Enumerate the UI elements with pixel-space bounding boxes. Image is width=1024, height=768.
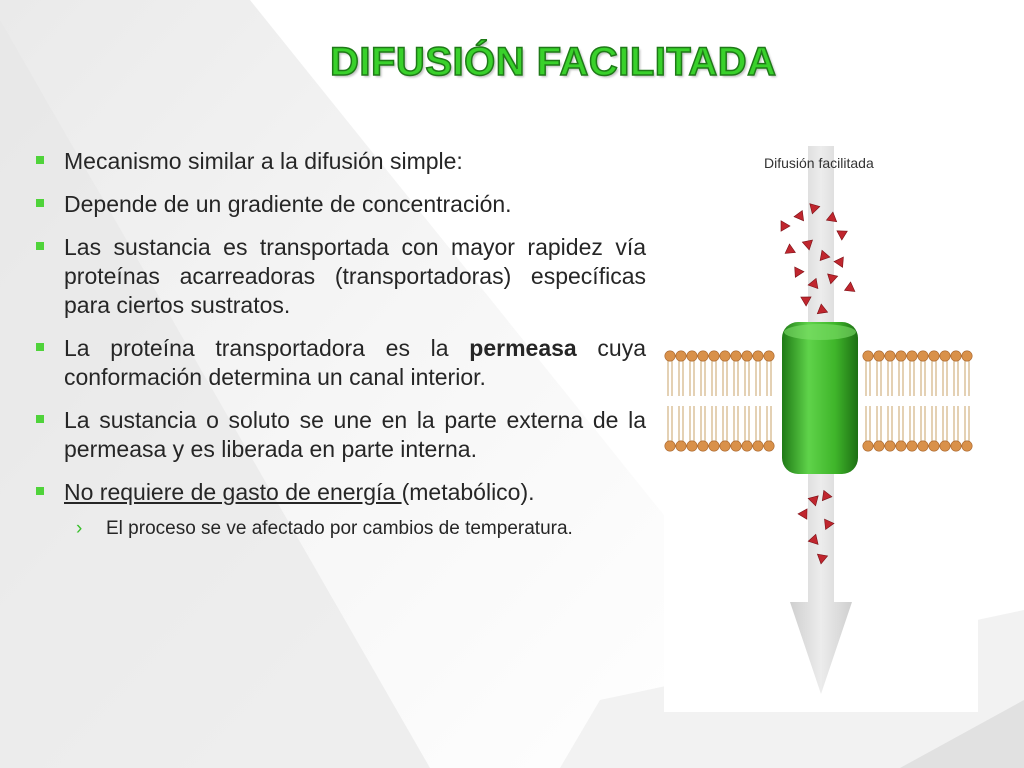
solute-molecule-icon [780,203,856,565]
square-bullet-icon [36,242,44,250]
bullet-item: Mecanismo similar a la difusión simple: [34,147,646,176]
sub-bullet-item: › El proceso se ve afectado por cambios … [34,517,646,541]
bullet-underlined-text: No requiere de gasto de energía [64,479,402,505]
bullet-text-after: cuya conformación determina un canal int… [64,335,646,390]
bullet-item: La proteína transportadora es la permeas… [34,334,646,392]
facilitated-diffusion-figure: Difusión facilitada [664,146,978,712]
bullet-item: No requiere de gasto de energía (metaból… [34,478,646,507]
bullet-list: Mecanismo similar a la difusión simple: … [34,147,646,541]
membrane-icon [664,350,973,452]
bullet-text: La sustancia o soluto se une en la parte… [64,407,646,462]
square-bullet-icon [36,487,44,495]
slide-title: DIFUSIÓN FACILITADA [329,39,777,85]
square-bullet-icon [36,156,44,164]
square-bullet-icon [36,199,44,207]
square-bullet-icon [36,415,44,423]
bullet-text: Depende de un gradiente de concentración… [64,191,512,217]
square-bullet-icon [36,343,44,351]
chevron-right-icon: › [76,518,83,539]
figure-label: Difusión facilitada [764,155,874,171]
bullet-bold-term: permeasa [469,335,577,361]
bullet-item: Depende de un gradiente de concentración… [34,190,646,219]
bullet-text-after: (metabólico). [401,479,535,505]
bullet-text: Las sustancia es transportada con mayor … [64,234,646,318]
protein-channel-icon [782,322,858,474]
bullet-item: Las sustancia es transportada con mayor … [34,233,646,320]
sub-bullet-text: El proceso se ve afectado por cambios de… [106,518,573,539]
bullet-text: Mecanismo similar a la difusión simple: [64,148,463,174]
bullet-text-before: La proteína transportadora es la [64,335,470,361]
bullet-item: La sustancia o soluto se une en la parte… [34,406,646,464]
